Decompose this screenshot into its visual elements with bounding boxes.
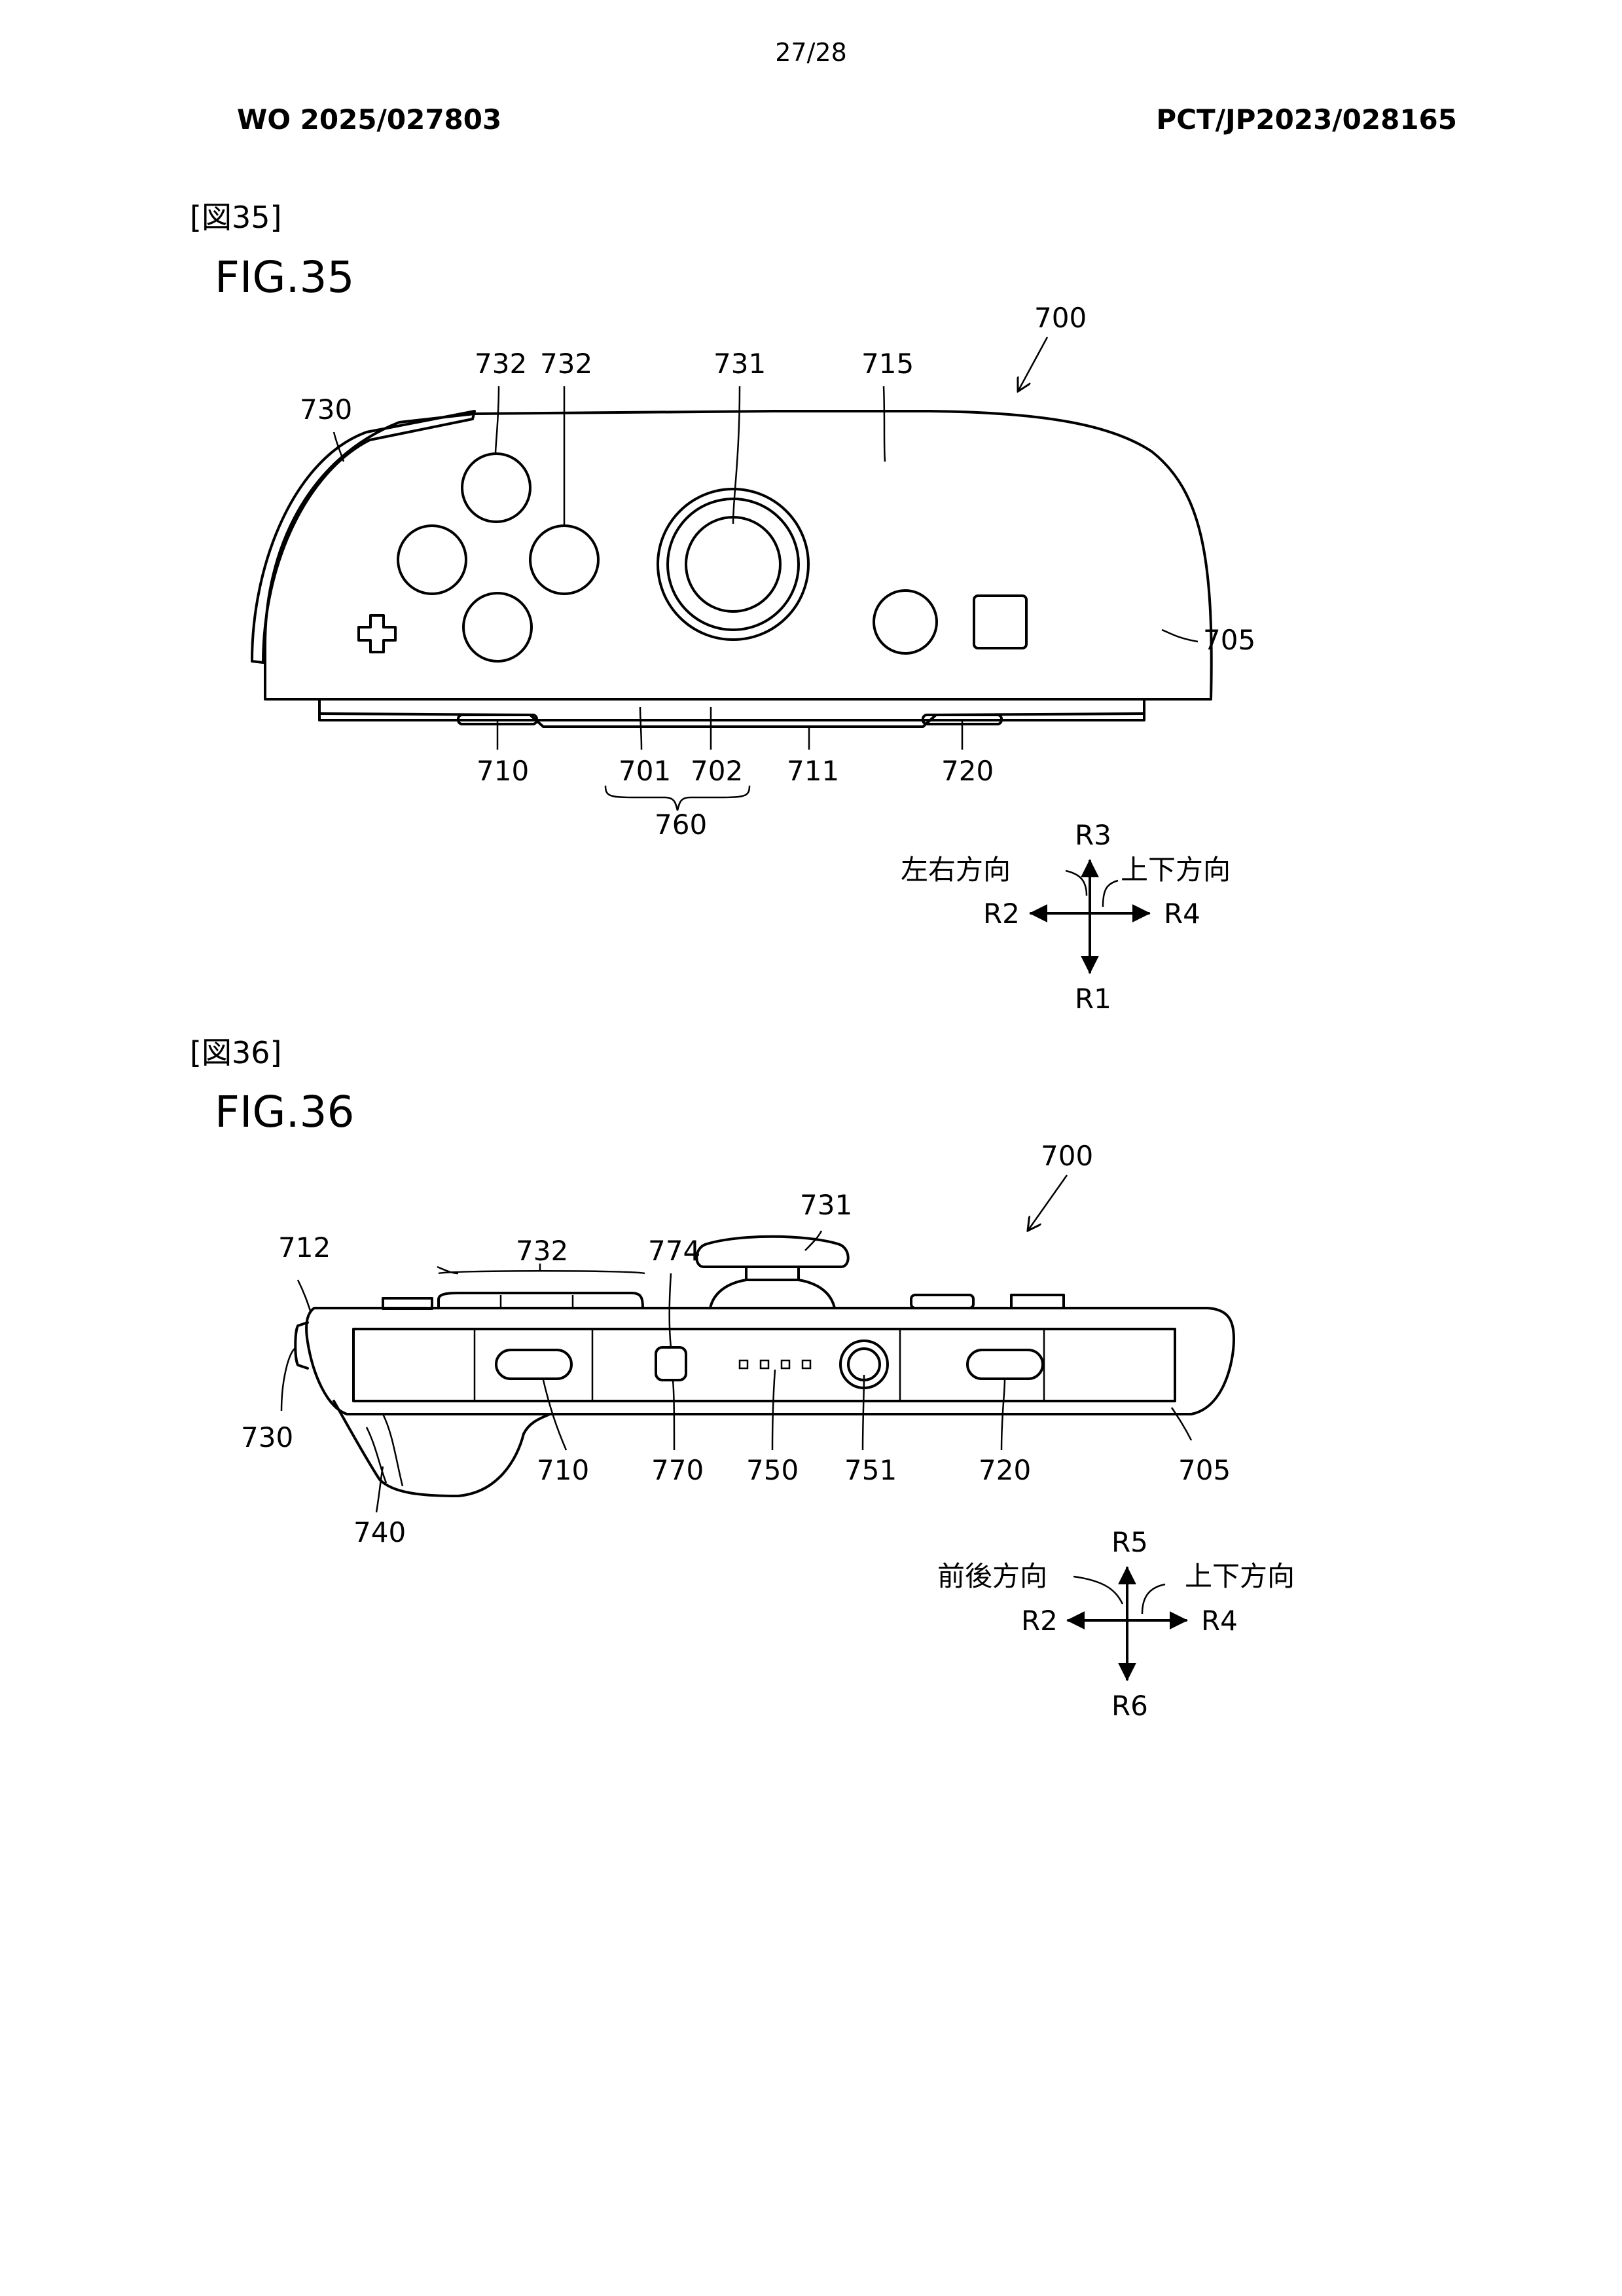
led-1 bbox=[738, 1359, 749, 1370]
label-732b: 732 bbox=[540, 348, 592, 380]
stick-outer-ring bbox=[657, 488, 810, 641]
label-702: 702 bbox=[691, 755, 743, 787]
base-plate-711 bbox=[318, 698, 1145, 721]
direction-label-left: 前後方向 bbox=[937, 1560, 1047, 1592]
label-770: 770 bbox=[651, 1454, 704, 1486]
label-731: 731 bbox=[713, 348, 766, 380]
label-751: 751 bbox=[844, 1454, 897, 1486]
label-711: 711 bbox=[787, 755, 839, 787]
label-705: 705 bbox=[1178, 1454, 1231, 1486]
label-774: 774 bbox=[648, 1235, 700, 1267]
stick-shaft bbox=[745, 1266, 800, 1281]
label-700: 700 bbox=[1034, 302, 1087, 334]
axis-label-left: R2 bbox=[983, 898, 1020, 930]
controller-housing-705 bbox=[305, 1307, 1235, 1415]
label-732a: 732 bbox=[475, 348, 527, 380]
axis-label-up: R3 bbox=[1075, 819, 1111, 851]
fig35-tag: [図35] bbox=[190, 200, 282, 235]
top-button-right bbox=[910, 1294, 975, 1309]
fig35-title: FIG.35 bbox=[215, 252, 355, 302]
label-730: 730 bbox=[241, 1421, 293, 1453]
label-712: 712 bbox=[278, 1231, 331, 1264]
publication-number: WO 2025/027803 bbox=[237, 103, 502, 136]
stick-731 bbox=[685, 516, 782, 613]
axis-label-down: R1 bbox=[1075, 983, 1111, 1015]
stick-base bbox=[709, 1279, 836, 1309]
rail-730 bbox=[251, 410, 476, 664]
controller-housing-705 bbox=[264, 410, 1213, 701]
label-720: 720 bbox=[941, 755, 994, 787]
button-770 bbox=[655, 1346, 687, 1381]
fig36-tag: [図36] bbox=[190, 1035, 282, 1070]
rail-panel bbox=[352, 1328, 1176, 1402]
label-705: 705 bbox=[1203, 624, 1255, 656]
button-732-top bbox=[461, 452, 532, 523]
application-number: PCT/JP2023/028165 bbox=[1156, 103, 1457, 136]
direction-label-right: 上下方向 bbox=[1185, 1560, 1295, 1592]
led-3 bbox=[780, 1359, 791, 1370]
label-732: 732 bbox=[516, 1235, 568, 1267]
label-710: 710 bbox=[537, 1454, 589, 1486]
led-4 bbox=[801, 1359, 812, 1370]
fig36-drawing: 700 731 712 732 774 730 710 770 750 751 … bbox=[241, 1140, 1295, 1722]
top-button-far-right bbox=[1010, 1294, 1065, 1309]
axis-label-right: R4 bbox=[1201, 1605, 1238, 1637]
fig35-drawing: 700 732 732 731 715 730 705 710 701 702 … bbox=[251, 302, 1255, 1015]
label-750: 750 bbox=[746, 1454, 799, 1486]
axis-label-down: R6 bbox=[1111, 1690, 1148, 1722]
axis-label-right: R4 bbox=[1164, 898, 1200, 930]
round-button bbox=[873, 589, 938, 655]
label-760: 760 bbox=[655, 809, 707, 841]
slot-710 bbox=[495, 1349, 573, 1380]
label-731: 731 bbox=[800, 1189, 852, 1221]
stick-731-cap bbox=[695, 1235, 850, 1268]
plus-icon bbox=[357, 614, 397, 653]
button-732-bottom bbox=[462, 592, 533, 663]
rail-730 bbox=[294, 1321, 309, 1370]
buttons-732-side bbox=[437, 1292, 644, 1309]
label-710: 710 bbox=[477, 755, 529, 787]
stick-ring bbox=[666, 498, 800, 631]
page-number: 27/28 bbox=[775, 38, 847, 67]
slot-720 bbox=[966, 1349, 1044, 1380]
led-2 bbox=[759, 1359, 770, 1370]
axis-label-up: R5 bbox=[1111, 1526, 1148, 1558]
button-732-left bbox=[397, 524, 467, 595]
label-715: 715 bbox=[861, 348, 914, 380]
label-730: 730 bbox=[300, 393, 352, 426]
axis-label-left: R2 bbox=[1021, 1605, 1058, 1637]
label-700: 700 bbox=[1041, 1140, 1093, 1172]
direction-label-left: 左右方向 bbox=[901, 854, 1011, 886]
direction-label-right: 上下方向 bbox=[1121, 854, 1231, 886]
button-732-right bbox=[529, 524, 600, 595]
grip-740 bbox=[333, 1400, 551, 1497]
label-720: 720 bbox=[979, 1454, 1031, 1486]
label-740: 740 bbox=[353, 1516, 406, 1548]
fig36-title: FIG.36 bbox=[215, 1087, 355, 1137]
label-701: 701 bbox=[619, 755, 671, 787]
square-button bbox=[973, 594, 1028, 649]
